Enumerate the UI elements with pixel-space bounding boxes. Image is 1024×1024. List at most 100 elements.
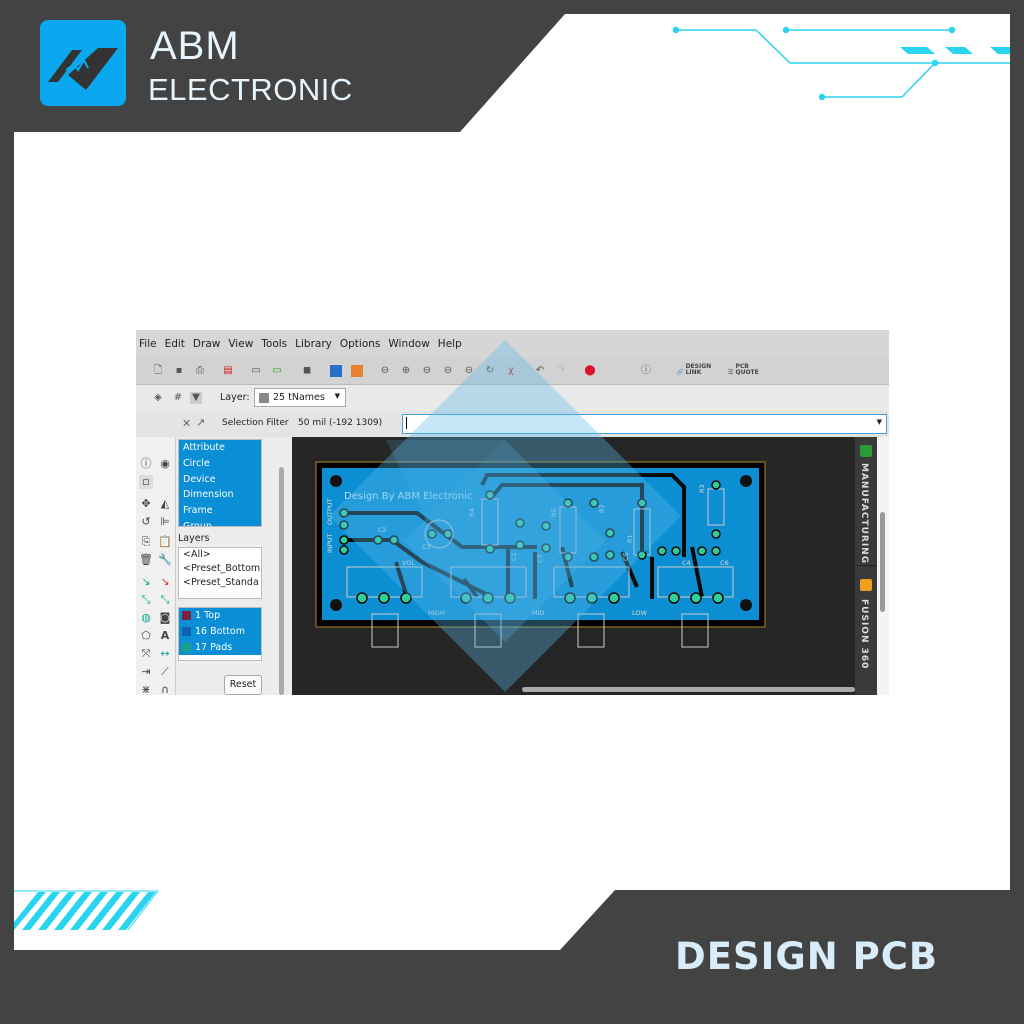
eagle-pcb-window: File Edit Draw View Tools Library Option… [136, 330, 889, 695]
svg-text:C5: C5 [622, 552, 630, 561]
preset-item[interactable]: <Preset_Bottom [183, 563, 261, 574]
undock-icon[interactable]: ↗ [196, 416, 206, 429]
unroute-icon[interactable]: ↘ [160, 575, 170, 588]
delete-icon[interactable]: 🗑 [139, 553, 153, 566]
copy-icon[interactable]: ⎘ [141, 535, 151, 548]
filter-item[interactable]: Device [179, 471, 261, 488]
zoom-fit-icon[interactable]: ⊖ [380, 365, 390, 376]
move-icon[interactable]: ✥ [141, 497, 151, 510]
menu-tools[interactable]: Tools [261, 338, 288, 350]
layer-settings-icon[interactable]: ◈ [154, 392, 162, 403]
ulp-icon[interactable] [351, 365, 363, 377]
menu-view[interactable]: View [228, 338, 254, 350]
filter-item[interactable]: Group [179, 518, 261, 526]
zoom-select-icon[interactable]: ⊖ [443, 365, 453, 376]
preset-item[interactable]: <All> [183, 549, 211, 560]
filter-item[interactable]: Circle [179, 455, 261, 472]
group-select-icon[interactable]: ▫ [139, 475, 153, 489]
optimize-icon[interactable]: ⤡ [160, 593, 170, 606]
wrench-icon[interactable]: 🔧 [158, 553, 172, 566]
preset-item[interactable]: <Preset_Standa [183, 577, 259, 588]
svg-text:C3: C3 [422, 543, 431, 551]
board-icon[interactable]: ▭ [251, 365, 261, 376]
show-icon[interactable]: ◉ [160, 457, 170, 470]
dimension-icon[interactable]: ⋇ [141, 683, 151, 695]
line-icon[interactable]: ⟋ [161, 665, 169, 678]
tab-fusion-360[interactable]: FUSION 360 [859, 599, 869, 670]
rotate-icon[interactable]: ↺ [141, 515, 151, 528]
hole-icon[interactable]: ◙ [159, 611, 171, 624]
grid-coordinates: 50 mil (-192 1309) [298, 418, 383, 428]
split-icon[interactable]: ⤡ [141, 593, 151, 606]
via-icon[interactable]: ◍ [141, 611, 151, 624]
layer-select[interactable]: 25 tNames▼ [254, 388, 346, 407]
menu-file[interactable]: File [139, 338, 157, 350]
stop-icon[interactable]: ⬤ [584, 365, 596, 376]
svg-text:OUTPUT: OUTPUT [326, 498, 334, 525]
print-icon[interactable]: ⎙ [196, 365, 204, 376]
menu-draw[interactable]: Draw [192, 338, 221, 350]
signal-icon[interactable]: ↔ [160, 647, 170, 660]
main-toolbar: 🗋 ▪ ⎙ ▤ ▭ ▭ ◼ ⊖ ⊕ ⊖ ⊖ ⊖ ↻ χ ↶ ↷ ⬤ ○ ⓘ 🔗 … [136, 358, 889, 385]
pcb-quote-button[interactable]: ☰ PCB QUOTE [728, 363, 759, 376]
tab-manufacturing[interactable]: MANUFACTURING [859, 463, 869, 565]
zoom-last-icon[interactable]: ⊖ [464, 365, 474, 376]
layer-item[interactable]: 16 Bottom [179, 623, 261, 640]
text-icon[interactable]: A [160, 629, 170, 642]
filter-item[interactable]: Dimension [179, 487, 261, 504]
command-row: ✕ ↗ Selection Filter 50 mil (-192 1309) … [136, 411, 889, 437]
filter-item[interactable]: Frame [179, 503, 261, 519]
layer-item-label: 1 Top [195, 610, 221, 621]
close-icon[interactable]: ✕ [182, 417, 192, 430]
schematic-icon[interactable]: ▭ [272, 365, 282, 376]
save-icon[interactable]: ▪ [175, 365, 183, 376]
board-canvas[interactable]: Design By ABM Electronic OUTPUT INPUT C2… [292, 437, 855, 695]
menu-options[interactable]: Options [339, 338, 381, 350]
info-icon[interactable]: ⓘ [140, 457, 152, 470]
ratsnest-tool-icon[interactable]: ⤧ [141, 647, 151, 660]
align-icon[interactable]: ⊫ [160, 515, 170, 528]
grid-icon[interactable]: # [173, 392, 183, 403]
command-input[interactable]: ▼ [402, 414, 887, 434]
go-icon[interactable]: ○ [606, 365, 616, 376]
zoom-out-icon[interactable]: ⊖ [422, 365, 432, 376]
paste-icon[interactable]: 📋 [158, 535, 172, 548]
circuit-lines [672, 26, 1010, 101]
canvas-scrollbar[interactable] [522, 687, 855, 692]
cam-icon[interactable]: ▤ [223, 365, 233, 376]
3d-icon[interactable]: ◼ [302, 365, 312, 376]
undo-icon[interactable]: ↶ [535, 365, 545, 376]
redo-icon[interactable]: ↷ [556, 365, 566, 376]
tool-palette: ⓘ ◉ ▫ ✥ ◭ ↺ ⊫ ⎘ 📋 🗑 🔧 ↘ ↘ ⤡ ⤡ ◍ ◙ ⬠ A ⤧ … [136, 437, 176, 695]
svg-text:C6: C6 [720, 559, 729, 567]
layer-item[interactable]: 1 Top [179, 608, 261, 624]
meander-icon[interactable]: ⇥ [141, 665, 151, 678]
panel-scrollbar[interactable] [279, 467, 284, 695]
menu-help[interactable]: Help [437, 338, 462, 350]
caption-title: DESIGN PCB [675, 935, 939, 978]
layer-item[interactable]: 17 Pads [179, 639, 261, 656]
new-file-icon[interactable]: 🗋 [153, 365, 163, 376]
svg-text:C1: C1 [510, 552, 518, 561]
svg-text:INPUT: INPUT [326, 534, 334, 553]
arc-icon[interactable]: ∩ [160, 683, 170, 695]
reset-button[interactable]: Reset [224, 675, 262, 695]
manufacturing-icon [860, 445, 872, 457]
zoom-in-icon[interactable]: ⊕ [401, 365, 411, 376]
polygon-icon[interactable]: ⬠ [141, 629, 151, 642]
route-icon[interactable]: ↘ [141, 575, 151, 588]
svg-text:R3: R3 [698, 484, 706, 493]
menu-window[interactable]: Window [388, 338, 430, 350]
mirror-icon[interactable]: ◭ [160, 497, 170, 510]
sch-icon[interactable] [330, 365, 342, 377]
design-link-button[interactable]: 🔗 DESIGN LINK [676, 363, 712, 376]
menu-library[interactable]: Library [295, 338, 332, 350]
redraw-icon[interactable]: ↻ [485, 365, 495, 376]
help-icon[interactable]: ⓘ [641, 365, 651, 376]
vertical-scrollbar[interactable] [877, 437, 889, 695]
filter-list: Attribute Circle Device Dimension Frame … [178, 439, 262, 527]
filter-icon[interactable]: ▼ [190, 392, 202, 404]
filter-item[interactable]: Attribute [179, 440, 261, 456]
ratsnest-icon[interactable]: χ [508, 365, 514, 376]
menu-edit[interactable]: Edit [164, 338, 185, 350]
